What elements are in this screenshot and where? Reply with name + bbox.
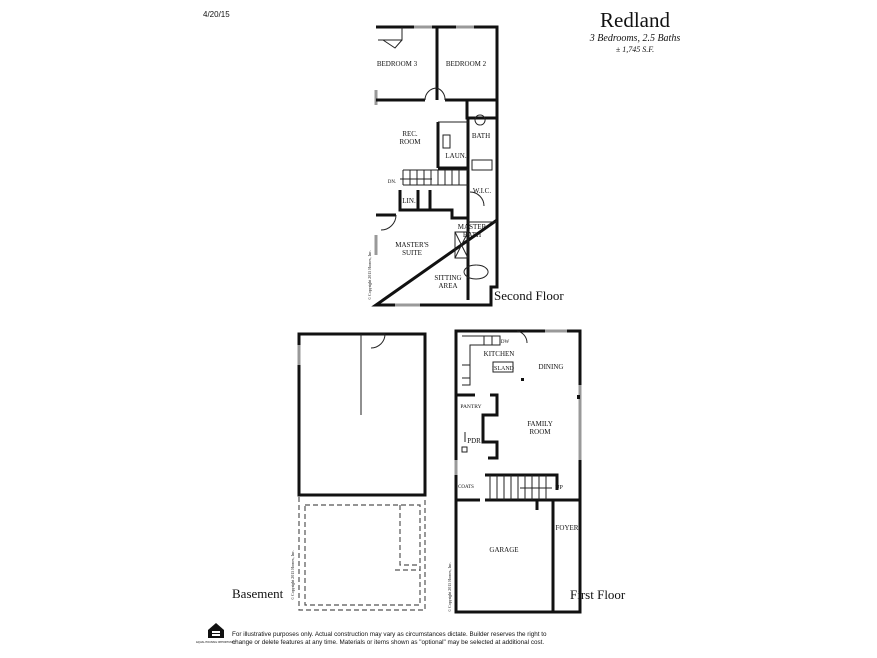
room-label: DN. (388, 180, 396, 185)
svg-text:BATH: BATH (463, 231, 481, 239)
svg-text:BATH: BATH (472, 132, 490, 140)
room-label: MASTER'S (395, 241, 429, 249)
room-label: PDR (467, 437, 481, 445)
room-label: DW (501, 340, 510, 345)
room-label: SUITE (402, 249, 422, 257)
copyright-notice: © Copyright 2015 Homes, Inc. (447, 562, 453, 612)
room-label: LAUN. (445, 152, 466, 160)
svg-text:First Floor: First Floor (570, 587, 626, 602)
svg-text:ROOM: ROOM (529, 428, 551, 436)
date-stamp: 4/20/15 (203, 10, 230, 19)
room-label: UP (555, 485, 563, 491)
svg-text:SITTING: SITTING (434, 274, 461, 282)
room-label: REC. (402, 130, 418, 138)
svg-text:W.I.C.: W.I.C. (473, 187, 491, 195)
plan-name: Redland (600, 8, 670, 32)
second-floor-title: Second Floor (494, 288, 564, 303)
room-label: LIN. (402, 197, 416, 205)
svg-text:DN.: DN. (388, 180, 396, 185)
svg-text:PDR: PDR (467, 437, 481, 445)
disclaimer: For illustrative purposes only. Actual c… (232, 631, 547, 647)
room-label: KITCHEN (484, 350, 515, 358)
svg-text:© Copyright 2015 Homes, Inc.: © Copyright 2015 Homes, Inc. (447, 562, 453, 612)
svg-text:GARAGE: GARAGE (489, 546, 518, 554)
room-label: BEDROOM 3 (377, 60, 418, 68)
room-label: MASTER (458, 223, 487, 231)
room-label: COATS (458, 485, 474, 490)
svg-text:© Copyright 2015 Homes, Inc.: © Copyright 2015 Homes, Inc. (290, 550, 296, 600)
svg-text:KITCHEN: KITCHEN (484, 350, 515, 358)
copyright-notice: © Copyright 2015 Homes, Inc. (367, 250, 373, 300)
room-label: AREA (438, 282, 457, 290)
svg-text:DINING: DINING (539, 363, 564, 371)
basement-plan: Basement © Copyright 2015 Homes, Inc. (232, 332, 427, 611)
room-label: FAMILY (527, 420, 553, 428)
room-label: BEDROOM 2 (446, 60, 487, 68)
room-label: BATH (472, 132, 490, 140)
svg-text:UP: UP (555, 485, 563, 491)
svg-text:© Copyright 2015 Homes, Inc.: © Copyright 2015 Homes, Inc. (367, 250, 373, 300)
svg-text:SUITE: SUITE (402, 249, 422, 257)
room-label: ISLAND (492, 366, 515, 372)
bed-bath-summary: 3 Bedrooms, 2.5 Baths (589, 33, 681, 44)
square-footage: ± 1,745 S.F. (615, 45, 655, 54)
first-floor-title: First Floor (570, 587, 626, 602)
disclaimer-line-2: change or delete features at any time. M… (232, 639, 545, 646)
disclaimer-line-1: For illustrative purposes only. Actual c… (232, 631, 547, 638)
svg-text:FOYER: FOYER (556, 524, 579, 532)
svg-text:Second Floor: Second Floor (494, 288, 564, 303)
room-label: W.I.C. (473, 187, 491, 195)
room-label: ROOM (529, 428, 551, 436)
svg-text:ROOM: ROOM (399, 138, 421, 146)
svg-text:ISLAND: ISLAND (492, 366, 515, 372)
room-label: DINING (539, 363, 564, 371)
svg-text:MASTER: MASTER (458, 223, 487, 231)
room-label: BATH (463, 231, 481, 239)
room-label: FOYER (556, 524, 579, 532)
svg-text:LAUN.: LAUN. (445, 152, 466, 160)
svg-text:MASTER'S: MASTER'S (395, 241, 429, 249)
svg-text:BEDROOM 2: BEDROOM 2 (446, 60, 487, 68)
room-label: ROOM (399, 138, 421, 146)
svg-text:REC.: REC. (402, 130, 418, 138)
svg-text:PANTRY: PANTRY (460, 404, 481, 410)
svg-text:LIN.: LIN. (402, 197, 416, 205)
svg-text:BEDROOM 3: BEDROOM 3 (377, 60, 418, 68)
room-label: SITTING (434, 274, 461, 282)
svg-text:EQUAL HOUSING OPPORTUNITY: EQUAL HOUSING OPPORTUNITY (196, 641, 236, 644)
svg-text:AREA: AREA (438, 282, 457, 290)
first-floor-plan: KITCHEN DW ISLAND DINING PANTRY FAMILY R… (447, 329, 626, 614)
logo-label: EQUAL HOUSING OPPORTUNITY (196, 641, 236, 644)
room-label: PANTRY (460, 404, 481, 410)
svg-text:DW: DW (501, 340, 510, 345)
room-label: GARAGE (489, 546, 518, 554)
basement-title: Basement (232, 586, 284, 601)
copyright-notice: © Copyright 2015 Homes, Inc. (290, 550, 296, 600)
svg-text:FAMILY: FAMILY (527, 420, 553, 428)
svg-text:COATS: COATS (458, 485, 474, 490)
svg-text:Basement: Basement (232, 586, 284, 601)
equal-housing-logo: EQUAL HOUSING OPPORTUNITY (196, 623, 236, 644)
second-floor-plan: BEDROOM 3 BEDROOM 2 REC. ROOM BATH LAUN.… (367, 25, 564, 307)
